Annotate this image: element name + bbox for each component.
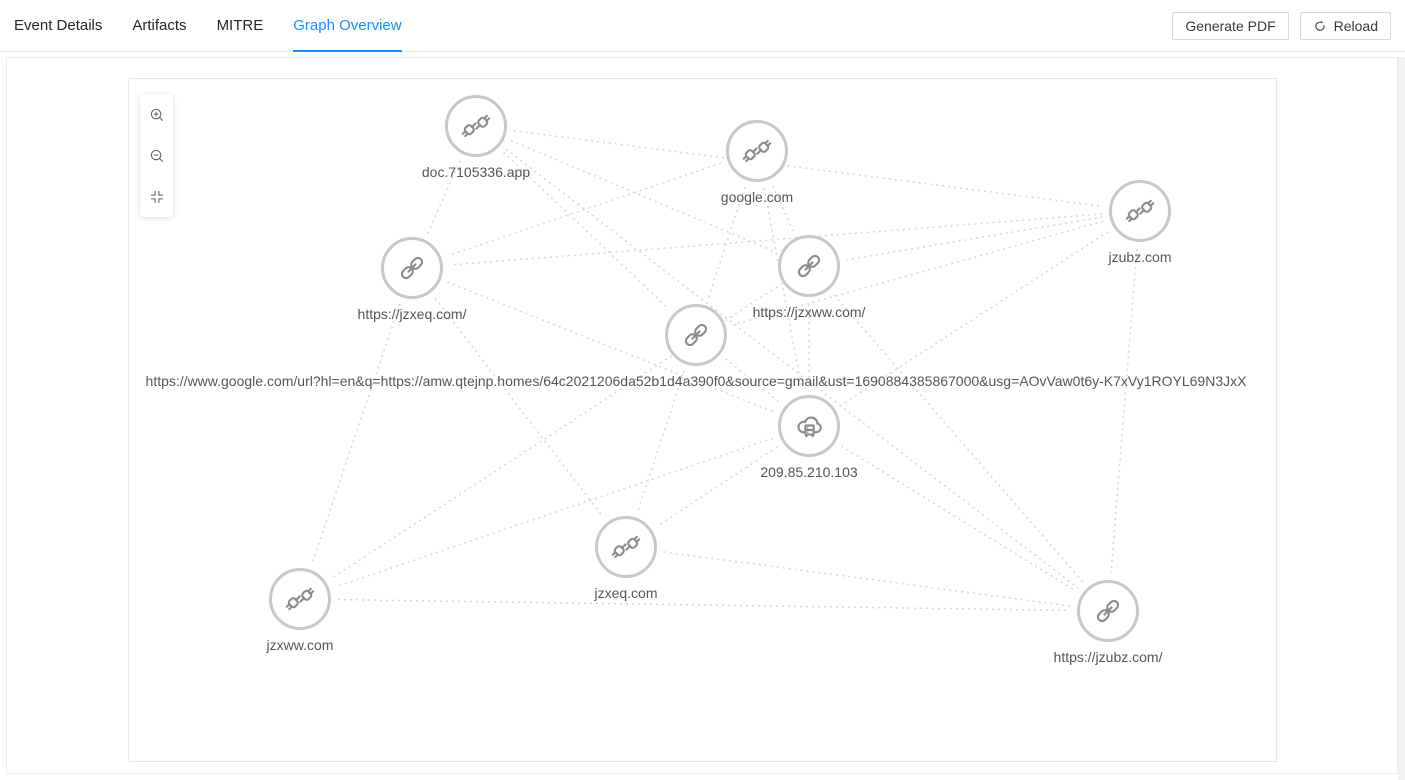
graph-node-jzubz-com[interactable] bbox=[1109, 180, 1171, 242]
graph-node-url-jzxeq[interactable] bbox=[381, 237, 443, 299]
graph-node-label-doc-7105336-app: doc.7105336.app bbox=[421, 164, 531, 180]
graph-edge bbox=[707, 186, 746, 300]
graph-node-label-jzxww-com: jzxww.com bbox=[266, 637, 334, 653]
link-icon bbox=[1096, 599, 1120, 623]
content-card: doc.7105336.app google.com jzubz.com https:… bbox=[6, 57, 1398, 774]
link-icon bbox=[400, 256, 424, 280]
graph-edge bbox=[337, 598, 1071, 612]
graph-edge bbox=[840, 445, 1077, 592]
graph-edge bbox=[449, 213, 1103, 266]
link-icon bbox=[797, 254, 821, 278]
graph-edge bbox=[505, 148, 1079, 589]
graph-node-label-jzxeq-com: jzxeq.com bbox=[594, 585, 658, 601]
plug-icon bbox=[461, 114, 491, 138]
plug-icon bbox=[742, 139, 772, 163]
tab-event-details[interactable]: Event Details bbox=[14, 0, 102, 51]
zoom-in-icon bbox=[150, 108, 163, 121]
graph-edge bbox=[447, 162, 722, 257]
graph-node-jzxeq-com[interactable] bbox=[595, 516, 657, 578]
graph-node-ip-209-85-210-103[interactable] bbox=[778, 395, 840, 457]
reload-icon bbox=[1314, 20, 1325, 31]
graph-edge bbox=[732, 220, 1104, 326]
graph-edge bbox=[502, 151, 670, 310]
graph-node-label-url-jzubz: https://jzubz.com/ bbox=[1053, 649, 1163, 665]
graph-edge bbox=[763, 188, 803, 389]
graph-edges-layer bbox=[311, 130, 1138, 612]
graph-node-label-jzubz-com: jzubz.com bbox=[1108, 249, 1172, 265]
zoom-in-button[interactable] bbox=[140, 94, 173, 135]
generate-pdf-button[interactable]: Generate PDF bbox=[1172, 11, 1289, 40]
graph-edge bbox=[663, 551, 1071, 607]
plug-icon bbox=[285, 587, 315, 611]
graph-node-label-ip-209-85-210-103: 209.85.210.103 bbox=[760, 464, 858, 480]
graph-edge bbox=[434, 297, 604, 518]
graph-node-url-google-redirect[interactable] bbox=[665, 304, 727, 366]
graph-edge bbox=[513, 130, 1103, 207]
fit-view-icon bbox=[150, 190, 163, 203]
graph-edge bbox=[840, 231, 1109, 406]
scrollbar-track[interactable] bbox=[1398, 57, 1405, 780]
reload-button[interactable]: Reload bbox=[1299, 11, 1391, 40]
graph-edge bbox=[833, 294, 1084, 583]
graph-node-url-jzxww[interactable] bbox=[778, 235, 840, 297]
plug-icon bbox=[611, 535, 641, 559]
graph-edge bbox=[846, 216, 1103, 261]
graph-node-label-url-jzxeq: https://jzxeq.com/ bbox=[357, 306, 467, 322]
graph-edge bbox=[426, 160, 462, 234]
graph-node-google-com[interactable] bbox=[726, 120, 788, 182]
graph-node-label-url-jzxww: https://jzxww.com/ bbox=[752, 304, 866, 320]
plug-icon bbox=[1125, 199, 1155, 223]
tab-bar: Event Details Artifacts MITRE Graph Overvie… bbox=[0, 0, 1405, 52]
graph-node-jzxww-com[interactable] bbox=[269, 568, 331, 630]
tabs-nav: Event Details Artifacts MITRE Graph Overvie… bbox=[14, 0, 402, 52]
tab-artifacts[interactable]: Artifacts bbox=[132, 0, 186, 51]
graph-edge bbox=[657, 446, 778, 527]
zoom-out-icon bbox=[150, 149, 163, 162]
graph-node-label-google-com: google.com bbox=[720, 189, 794, 205]
reload-button-label: Reload bbox=[1333, 17, 1378, 34]
header-actions: Generate PDF Reload bbox=[1172, 11, 1391, 40]
cloud-server-icon bbox=[797, 416, 822, 438]
graph-edge bbox=[772, 185, 794, 232]
graph-panel[interactable]: doc.7105336.app google.com jzubz.com https:… bbox=[128, 78, 1277, 762]
graph-zoom-toolbar bbox=[140, 94, 173, 217]
graph-edge bbox=[311, 303, 401, 564]
graph-edge bbox=[1110, 248, 1138, 574]
zoom-out-button[interactable] bbox=[140, 135, 173, 176]
graph-node-doc-7105336-app[interactable] bbox=[445, 95, 507, 157]
graph-edge bbox=[335, 437, 774, 588]
graph-node-label-url-google-redirect: https://www.google.com/url?hl=en&q=https… bbox=[145, 373, 1247, 389]
graph-edge bbox=[447, 281, 774, 413]
tab-mitre[interactable]: MITRE bbox=[217, 0, 264, 51]
graph-edge bbox=[637, 370, 685, 512]
graph-node-url-jzubz[interactable] bbox=[1077, 580, 1139, 642]
link-icon bbox=[684, 323, 708, 347]
fit-view-button[interactable] bbox=[140, 176, 173, 217]
tab-graph-overview[interactable]: Graph Overview bbox=[293, 0, 402, 52]
